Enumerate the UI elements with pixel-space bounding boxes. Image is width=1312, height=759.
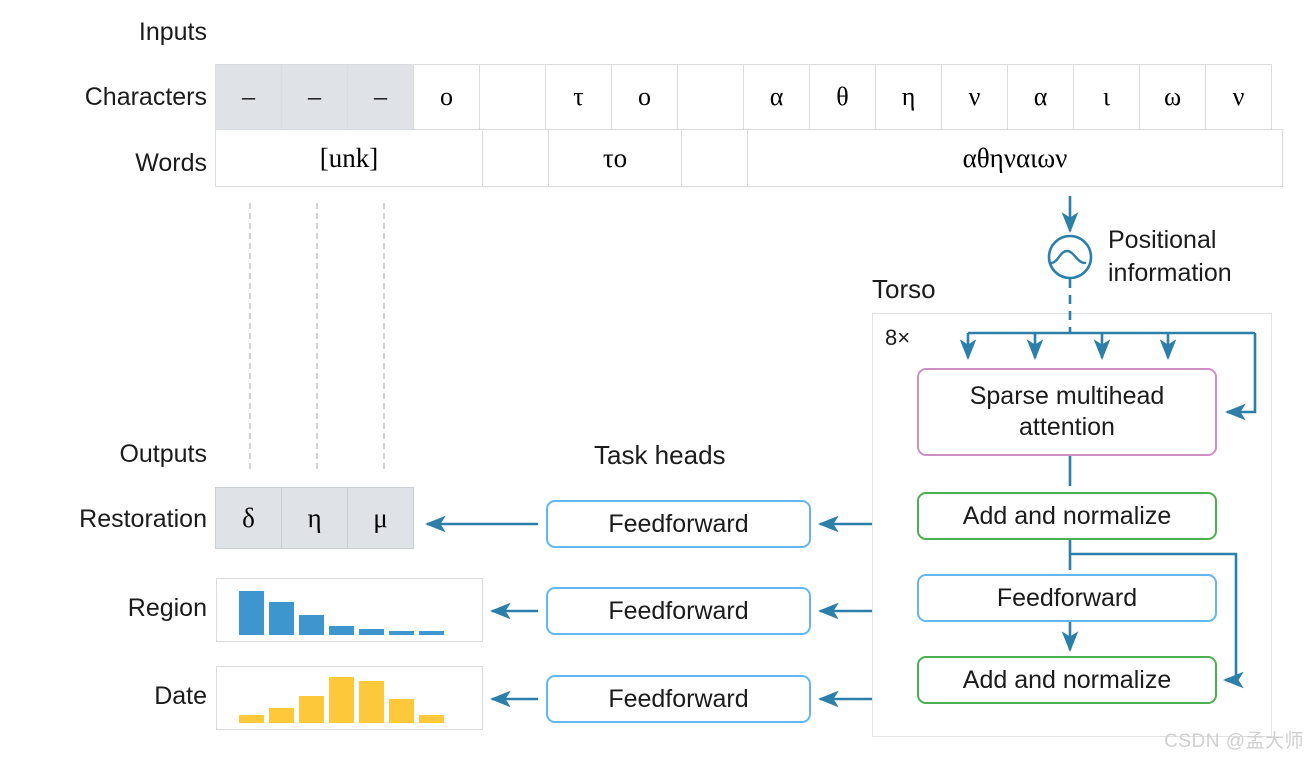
- bar-2: [299, 615, 324, 635]
- character-cell-8: α: [743, 64, 810, 130]
- label-outputs: Outputs: [119, 440, 207, 468]
- task-head-feedforward-date[interactable]: Feedforward: [546, 675, 811, 723]
- word-cell-2: τo: [548, 129, 682, 187]
- dashed-connector-1: [249, 203, 251, 469]
- character-cell-13: ι: [1073, 64, 1140, 130]
- bar-6: [419, 631, 444, 635]
- character-cell-2: –: [347, 64, 414, 130]
- torso-repeat-count: 8×: [885, 325, 911, 350]
- character-cell-12: α: [1007, 64, 1074, 130]
- positional-information-line2: information: [1108, 259, 1232, 287]
- date-bars: [239, 673, 444, 723]
- bar-0: [239, 715, 264, 723]
- character-cell-0: –: [215, 64, 282, 130]
- positional-encoding-icon: [1047, 234, 1093, 280]
- torso-block-line-1: attention: [1019, 413, 1115, 441]
- character-cell-6: o: [611, 64, 678, 130]
- character-cell-15: ν: [1205, 64, 1272, 130]
- torso-block-add-and-normalize-1[interactable]: Add and normalize: [917, 492, 1217, 540]
- bar-3: [329, 677, 354, 723]
- watermark: CSDN @孟大师: [1164, 731, 1304, 752]
- character-cell-7: [677, 64, 744, 130]
- bar-5: [389, 631, 414, 635]
- task-head-feedforward-region[interactable]: Feedforward: [546, 587, 811, 635]
- task-head-feedforward-restoration[interactable]: Feedforward: [546, 500, 811, 548]
- character-cell-9: θ: [809, 64, 876, 130]
- character-cell-3: o: [413, 64, 480, 130]
- label-region: Region: [127, 594, 207, 622]
- word-cell-3: [681, 129, 748, 187]
- bar-6: [419, 715, 444, 723]
- region-histogram: [216, 578, 483, 642]
- torso-block-add-and-normalize-2[interactable]: Add and normalize: [917, 656, 1217, 704]
- torso-block-line-0: Sparse multihead: [969, 381, 1165, 410]
- bar-0: [239, 591, 264, 635]
- positional-information-line1: Positional: [1108, 226, 1217, 254]
- restoration-cell-1: η: [281, 487, 348, 549]
- word-cell-0: [unk]: [215, 129, 483, 187]
- label-words: Words: [135, 149, 207, 177]
- character-cell-11: ν: [941, 64, 1008, 130]
- date-histogram: [216, 666, 483, 730]
- word-cell-4: αθηναιων: [747, 129, 1283, 187]
- label-characters: Characters: [84, 83, 207, 111]
- torso-title: Torso: [872, 274, 936, 304]
- character-cell-5: τ: [545, 64, 612, 130]
- bar-3: [329, 626, 354, 635]
- task-heads-title: Task heads: [594, 440, 726, 470]
- bar-4: [359, 681, 384, 723]
- label-inputs: Inputs: [138, 18, 207, 46]
- region-bars: [239, 585, 444, 635]
- character-cell-1: –: [281, 64, 348, 130]
- bar-2: [299, 696, 324, 723]
- dashed-connector-2: [316, 203, 318, 469]
- restoration-cell-2: μ: [347, 487, 414, 549]
- bar-4: [359, 629, 384, 635]
- restoration-cell-0: δ: [215, 487, 282, 549]
- word-cell-1: [482, 129, 549, 187]
- bar-1: [269, 708, 294, 723]
- bar-5: [389, 699, 414, 723]
- bar-1: [269, 602, 294, 635]
- positional-information-label: Positional information: [1108, 224, 1232, 290]
- character-cell-10: η: [875, 64, 942, 130]
- label-restoration: Restoration: [79, 505, 207, 533]
- torso-block-sparse-multihead-attention[interactable]: Sparse multihead attention: [917, 368, 1217, 456]
- torso-block-feedforward[interactable]: Feedforward: [917, 574, 1217, 622]
- words-row: [unk] τo αθηναιων: [215, 129, 1283, 187]
- dashed-connector-3: [383, 203, 385, 469]
- character-cell-4: [479, 64, 546, 130]
- character-cell-14: ω: [1139, 64, 1206, 130]
- label-date: Date: [154, 682, 207, 710]
